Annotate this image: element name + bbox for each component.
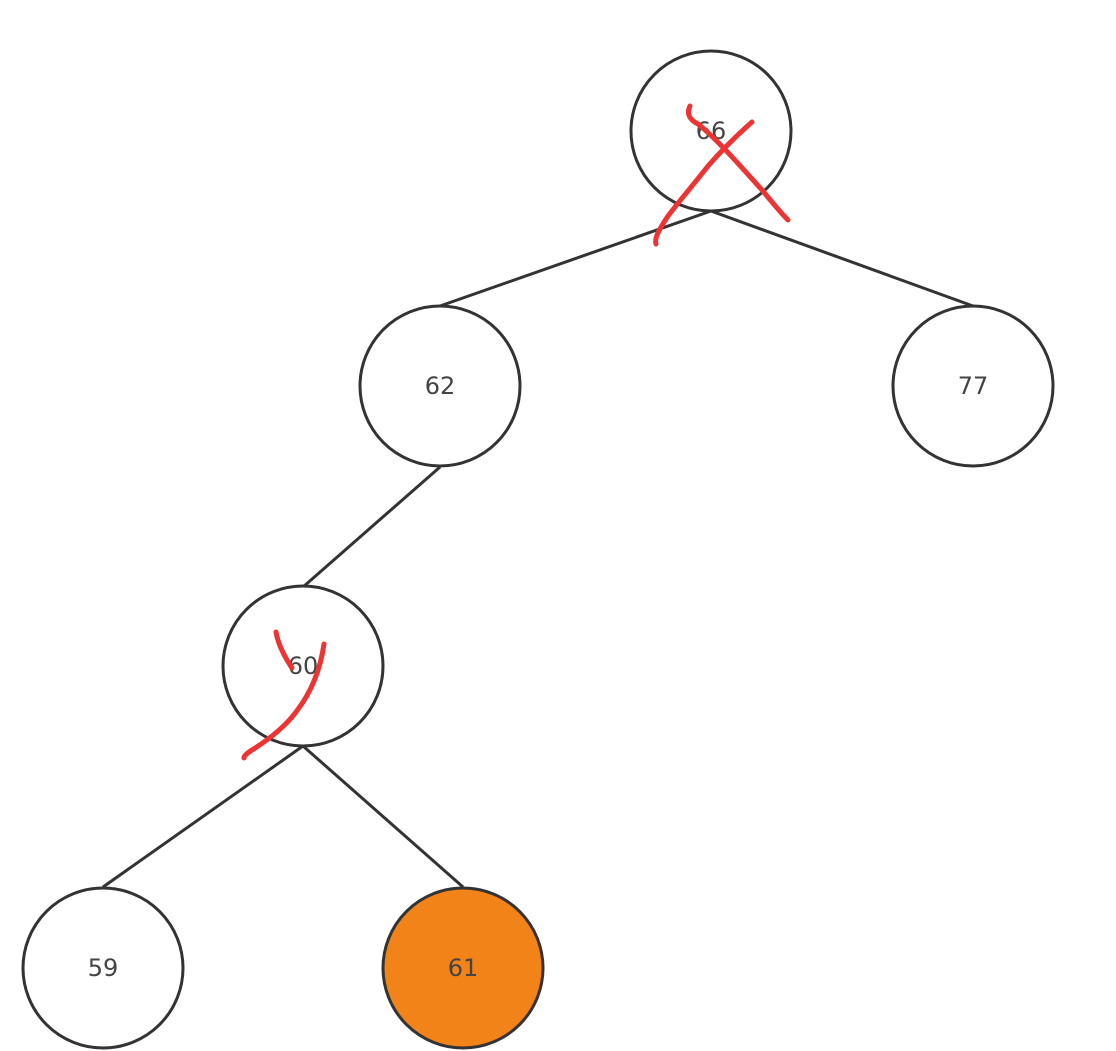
tree-node-59: 59 [21, 886, 185, 1050]
tree-node-60: 60 [221, 584, 385, 748]
strike-stroke-down [685, 103, 791, 223]
node-circle-highlight [381, 886, 545, 1050]
edge-60-59 [102, 744, 304, 889]
tree-node-62: 62 [358, 304, 522, 468]
strike-mark-60 [241, 629, 327, 761]
tree-edges [102, 209, 974, 889]
edge-60-61 [302, 744, 464, 889]
strike-stroke-up [653, 119, 755, 247]
edge-62-60 [302, 465, 441, 589]
edge-66-62 [439, 209, 712, 308]
node-label: 66 [696, 117, 727, 145]
strike-stroke-curve [241, 641, 327, 761]
node-circle [221, 584, 385, 748]
node-label: 61 [448, 954, 479, 982]
strike-stroke-tick [273, 629, 295, 671]
node-label: 77 [958, 372, 989, 400]
tree-node-66: 66 [629, 49, 793, 213]
node-circle [629, 49, 793, 213]
node-circle [21, 886, 185, 1050]
tree-node-61-highlighted: 61 [381, 886, 545, 1050]
node-label: 62 [425, 372, 456, 400]
node-circle [358, 304, 522, 468]
strike-mark-66 [653, 103, 791, 247]
node-label: 59 [88, 954, 119, 982]
node-circle [891, 304, 1055, 468]
edge-66-77 [710, 209, 974, 308]
tree-node-77: 77 [891, 304, 1055, 468]
